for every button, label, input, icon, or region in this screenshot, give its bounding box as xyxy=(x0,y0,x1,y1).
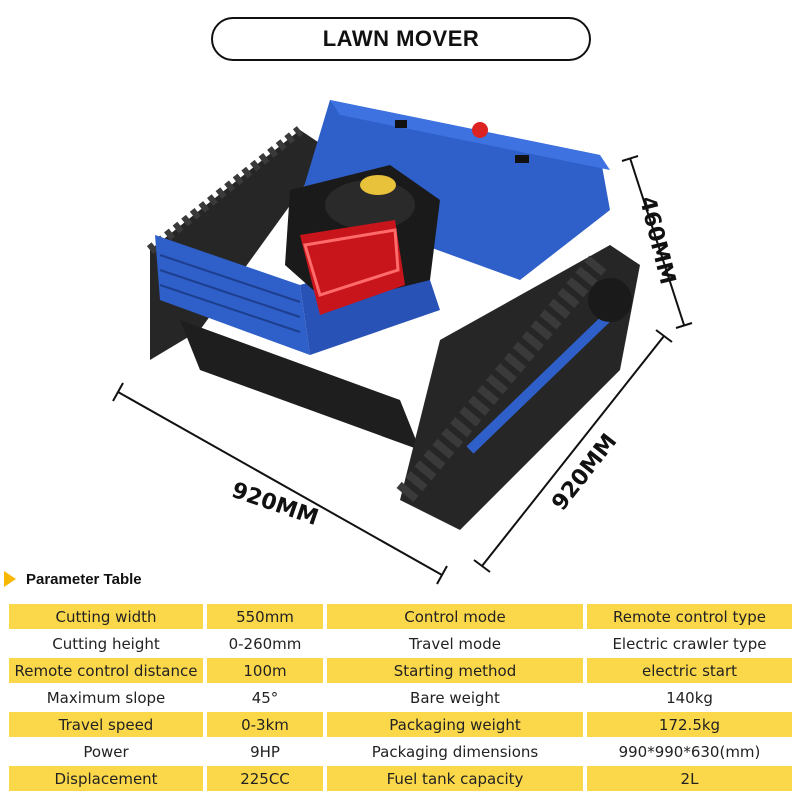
param-value: Electric crawler type xyxy=(587,631,792,656)
table-row: Remote control distance 100m Starting me… xyxy=(9,658,792,683)
param-value: 0-260mm xyxy=(207,631,323,656)
param-label: Remote control distance xyxy=(9,658,203,683)
param-label: Packaging dimensions xyxy=(327,739,583,764)
engine xyxy=(285,165,440,315)
param-label: Cutting height xyxy=(9,631,203,656)
page-title: LAWN MOVER xyxy=(211,17,591,61)
param-label: Fuel tank capacity xyxy=(327,766,583,791)
table-row: Power 9HP Packaging dimensions 990*990*6… xyxy=(9,739,792,764)
param-label: Displacement xyxy=(9,766,203,791)
param-value: 45° xyxy=(207,685,323,710)
table-row: Cutting height 0-260mm Travel mode Elect… xyxy=(9,631,792,656)
param-value: 2L xyxy=(587,766,792,791)
param-value: 140kg xyxy=(587,685,792,710)
dimension-lines xyxy=(112,155,693,585)
param-label: Starting method xyxy=(327,658,583,683)
param-label: Travel speed xyxy=(9,712,203,737)
parameter-table: Cutting width 550mm Control mode Remote … xyxy=(5,602,796,793)
param-value: 0-3km xyxy=(207,712,323,737)
param-label: Travel mode xyxy=(327,631,583,656)
param-value: 100m xyxy=(207,658,323,683)
stop-button-icon xyxy=(472,122,488,138)
section-title: Parameter Table xyxy=(26,570,142,588)
parameter-section-header: Parameter Table xyxy=(4,568,142,590)
param-value: 225CC xyxy=(207,766,323,791)
table-row: Maximum slope 45° Bare weight 140kg xyxy=(9,685,792,710)
param-value: 172.5kg xyxy=(587,712,792,737)
switch-icon xyxy=(395,120,407,128)
param-label: Cutting width xyxy=(9,604,203,629)
param-value: 550mm xyxy=(207,604,323,629)
param-label: Control mode xyxy=(327,604,583,629)
table-row: Travel speed 0-3km Packaging weight 172.… xyxy=(9,712,792,737)
triangle-right-icon xyxy=(4,571,16,587)
param-label: Bare weight xyxy=(327,685,583,710)
lawn-mower-image xyxy=(112,100,693,585)
param-value: 9HP xyxy=(207,739,323,764)
param-label: Packaging weight xyxy=(327,712,583,737)
param-value: 990*990*630(mm) xyxy=(587,739,792,764)
cutting-deck xyxy=(180,320,420,450)
param-label: Power xyxy=(9,739,203,764)
param-value: Remote control type xyxy=(587,604,792,629)
right-track xyxy=(396,245,640,530)
param-value: electric start xyxy=(587,658,792,683)
table-row: Displacement 225CC Fuel tank capacity 2L xyxy=(9,766,792,791)
table-row: Cutting width 550mm Control mode Remote … xyxy=(9,604,792,629)
param-label: Maximum slope xyxy=(9,685,203,710)
